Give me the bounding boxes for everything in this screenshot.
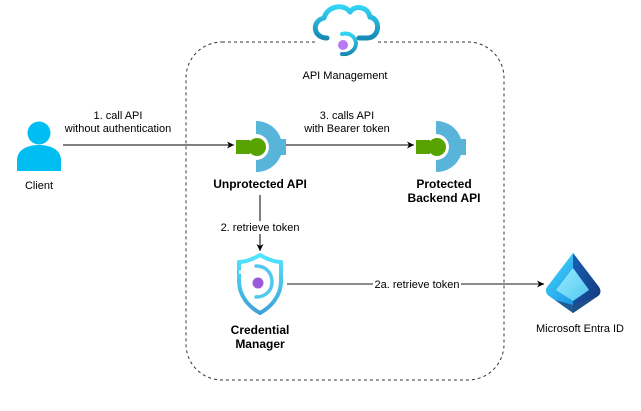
protected-api-label-2: Backend API [408, 191, 481, 205]
edge-calls-api-bearer-label-2: with Bearer token [303, 123, 390, 135]
protected-api-icon [416, 120, 466, 173]
microsoft-entra-id-icon [545, 253, 601, 313]
edge-calls-api-bearer-label-1: 3. calls API [320, 110, 374, 122]
api-management-label: API Management [303, 70, 388, 82]
credential-manager-label-2: Manager [235, 337, 285, 351]
user-icon [17, 121, 61, 171]
client-label: Client [25, 180, 53, 192]
entra-label: Microsoft Entra ID [536, 323, 624, 335]
edge-retrieve-token-entra-label: 2a. retrieve token [375, 279, 460, 291]
protected-api-label-1: Protected [416, 177, 471, 191]
credential-shield-icon [237, 253, 283, 315]
edge-retrieve-token-label: 2. retrieve token [221, 222, 300, 234]
unprotected-api-label: Unprotected API [213, 177, 307, 191]
edge-call-api-label-2: without authentication [64, 123, 171, 135]
credential-manager-label-1: Credential [231, 323, 290, 337]
unprotected-api-icon [236, 120, 286, 173]
api-management-cloud-icon [312, 4, 380, 57]
edge-call-api-label-1: 1. call API [94, 110, 143, 122]
